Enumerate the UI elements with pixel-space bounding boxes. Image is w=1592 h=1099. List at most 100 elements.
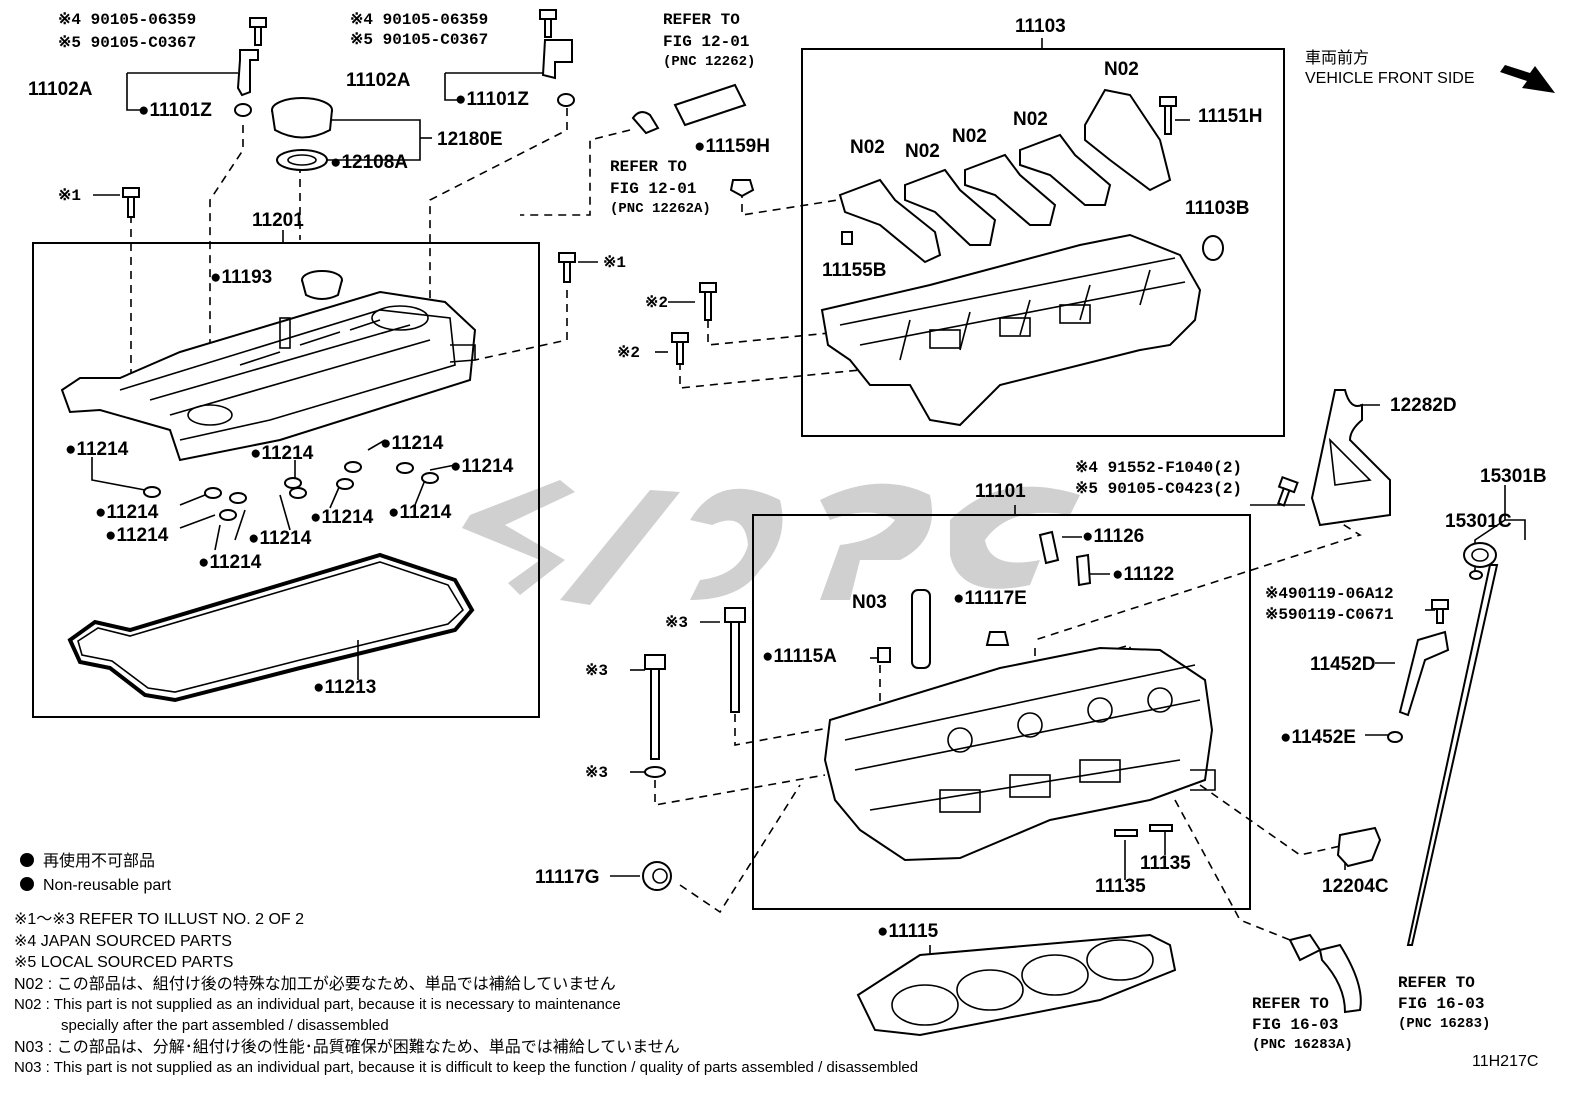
label-ref1201A-title: REFER TO bbox=[610, 158, 687, 176]
label-ref1201A-fig: FIG 12-01 bbox=[610, 180, 696, 198]
label-s3-b: ※3 bbox=[585, 662, 608, 680]
label-11193: ●11193 bbox=[210, 267, 272, 288]
label-11135-a: 11135 bbox=[1140, 853, 1191, 874]
cam-sensor-left bbox=[236, 49, 259, 97]
bolt-11151H bbox=[1159, 96, 1177, 135]
label-n02-1: N02 bbox=[1104, 59, 1139, 80]
bolt-s2-b bbox=[671, 332, 689, 365]
label-11214-4: ●11214 bbox=[450, 456, 514, 477]
labels: ※4 90105-06359 ※5 90105-C0367 ※4 90105-0… bbox=[28, 11, 1547, 1070]
label-11117G: 11117G bbox=[535, 867, 599, 888]
label-s3-a: ※3 bbox=[665, 614, 688, 632]
label-n02-3: N02 bbox=[952, 126, 987, 147]
label-12108A: ●12108A bbox=[330, 152, 408, 173]
bolt-12282D bbox=[1277, 475, 1299, 507]
label-front-en: VEHICLE FRONT SIDE bbox=[1305, 70, 1475, 87]
label-s3-c: ※3 bbox=[585, 764, 608, 782]
sensors-and-seals bbox=[234, 39, 1499, 1014]
label-11115: ●11115 bbox=[877, 921, 939, 942]
cylinder-head-box bbox=[752, 514, 1251, 910]
label-s2-a: ※2 bbox=[645, 294, 668, 312]
camshaft-housing bbox=[820, 88, 1202, 427]
label-12282D: 12282D bbox=[1390, 395, 1457, 416]
label-n02-2: N02 bbox=[1013, 109, 1048, 130]
label-s4-a: ※4 90105-06359 bbox=[58, 11, 196, 29]
label-11126: ●11126 bbox=[1082, 526, 1144, 547]
note-3: ※5 LOCAL SOURCED PARTS bbox=[14, 954, 233, 971]
label-11214-5: ●11214 bbox=[95, 502, 159, 523]
note-1: ※1～※3 REFER TO ILLUST NO. 2 OF 2 bbox=[14, 911, 304, 928]
label-ref1603-fig: FIG 16-03 bbox=[1398, 995, 1484, 1013]
label-11214-3: ●11214 bbox=[380, 433, 444, 454]
label-11101Z-a: ●11101Z bbox=[138, 100, 212, 121]
label-15301C: 15301C bbox=[1445, 511, 1512, 532]
label-11103B: 11103B bbox=[1185, 198, 1249, 219]
valve-cover bbox=[60, 290, 477, 462]
label-11452D: 11452D bbox=[1310, 654, 1376, 675]
note-4: N02 : この部品は、組付け後の特殊な加工が必要なため、単品では補給していませ… bbox=[14, 975, 616, 993]
label-11117E: ●11117E bbox=[953, 588, 1027, 609]
label-s1-a: ※1 bbox=[58, 187, 81, 205]
bolt-top-mid bbox=[539, 9, 557, 38]
label-ref1603A-fig: FIG 16-03 bbox=[1252, 1016, 1338, 1034]
label-11214-7: ●11214 bbox=[388, 502, 452, 523]
label-ref1201-title: REFER TO bbox=[663, 11, 740, 29]
label-11102A-a: 11102A bbox=[28, 79, 93, 100]
label-11201: 11201 bbox=[252, 210, 304, 231]
label-11151H: 11151H bbox=[1198, 106, 1262, 127]
label-11135-b: 11135 bbox=[1095, 876, 1146, 897]
bolt-s2-a bbox=[699, 282, 717, 321]
label-s1-b: ※1 bbox=[603, 254, 626, 272]
label-s4-d: ※490119-06A12 bbox=[1265, 585, 1394, 603]
legend-nonreuse-jp: 再使用不可部品 bbox=[43, 852, 155, 870]
front-direction-arrow bbox=[1500, 65, 1555, 93]
label-11101Z-b: ●11101Z bbox=[455, 89, 529, 110]
label-11103: 11103 bbox=[1015, 16, 1066, 37]
cam-sensor-right bbox=[541, 39, 573, 80]
label-s4-c: ※4 91552-F1040(2) bbox=[1075, 459, 1242, 477]
label-ref1201A-pnc: (PNC 12262A) bbox=[610, 201, 711, 217]
valve-cover-gasket bbox=[67, 552, 475, 703]
label-ref1603A-pnc: (PNC 16283A) bbox=[1252, 1037, 1353, 1053]
label-11213: ●11213 bbox=[313, 677, 376, 698]
bolts bbox=[122, 9, 1449, 760]
label-s2-b: ※2 bbox=[617, 344, 640, 362]
label-11102A-b: 11102A bbox=[346, 70, 411, 91]
label-11159H: ●11159H bbox=[694, 136, 770, 157]
label-11101: 11101 bbox=[975, 481, 1026, 502]
note-2: ※4 JAPAN SOURCED PARTS bbox=[14, 933, 232, 950]
label-11214-8: ●11214 bbox=[105, 525, 169, 546]
label-ref1201-pnc: (PNC 12262) bbox=[663, 54, 755, 70]
label-12180E: 12180E bbox=[437, 129, 503, 150]
label-11115A: ●11115A bbox=[762, 646, 837, 667]
label-s5-a: ※5 90105-C0367 bbox=[58, 34, 196, 52]
bolt-topleft bbox=[249, 17, 267, 46]
clips-11214 bbox=[143, 461, 439, 521]
label-n03: N03 bbox=[852, 592, 887, 613]
notes: ※1～※3 REFER TO ILLUST NO. 2 OF 2 ※4 JAPA… bbox=[14, 911, 918, 1076]
label-11214-6: ●11214 bbox=[310, 507, 374, 528]
label-s4-b: ※4 90105-06359 bbox=[350, 11, 488, 29]
leader-lines bbox=[91, 38, 1526, 975]
label-ref1201-fig: FIG 12-01 bbox=[663, 33, 749, 51]
bolt-11452D bbox=[1431, 599, 1449, 624]
camshaft-housing-box bbox=[801, 48, 1285, 437]
watermark-logo bbox=[462, 480, 1080, 605]
label-s5-c: ※5 90105-C0423(2) bbox=[1075, 480, 1242, 498]
bolt-head-long-2 bbox=[644, 654, 666, 760]
label-ref1603-title: REFER TO bbox=[1398, 974, 1475, 992]
bolt-head-long bbox=[724, 607, 746, 713]
note-6: specially after the part assembled / dis… bbox=[61, 1017, 389, 1034]
legend-nonreuse-en: Non-reusable part bbox=[43, 877, 172, 894]
label-s5-b: ※5 90105-C0367 bbox=[350, 31, 488, 49]
label-11122: ●11122 bbox=[1112, 564, 1174, 585]
label-n02-4: N02 bbox=[850, 137, 885, 158]
label-n02-5: N02 bbox=[905, 141, 940, 162]
label-15301B: 15301B bbox=[1480, 466, 1547, 487]
label-ref1603A-title: REFER TO bbox=[1252, 995, 1329, 1013]
label-11452E: ●11452E bbox=[1280, 727, 1356, 748]
label-11155B: 11155B bbox=[822, 260, 886, 281]
label-s5-d: ※590119-C0671 bbox=[1265, 606, 1394, 624]
bolt-s1-right bbox=[558, 252, 576, 283]
